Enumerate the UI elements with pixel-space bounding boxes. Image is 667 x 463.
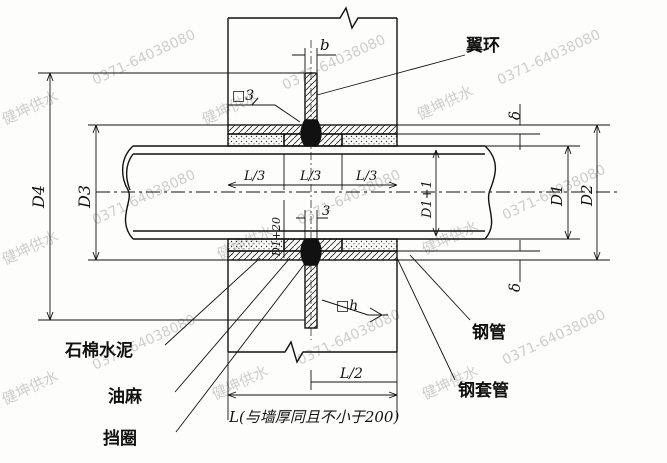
packing-fill — [227, 133, 398, 252]
d2-label: D2 — [578, 184, 596, 207]
dim-3-mid-label: 3 — [322, 204, 330, 219]
gap-dimension — [283, 200, 328, 258]
d4-label: D4 — [29, 185, 48, 209]
watermark-text: 健坤供水 — [0, 227, 61, 269]
d1-plus-20-label: D1+20 — [270, 217, 283, 257]
length-note-label: L(与墙厚同且不小于200) — [228, 408, 399, 426]
watermark-text: 0371-64038080 — [495, 27, 603, 89]
d1-plus-1-label: D1+1 — [420, 180, 435, 219]
thirds-dimension — [227, 154, 398, 190]
retaining-ring-label: 挡圈 — [103, 428, 137, 449]
leader-lines — [164, 54, 471, 433]
third-label-1: L/3 — [243, 169, 265, 184]
watermark-text: 0371-64038080 — [280, 32, 388, 94]
watermark-text: 0371-64038080 — [500, 307, 608, 369]
d3-label: D3 — [75, 185, 94, 209]
dim-b-label: b — [320, 36, 330, 54]
wing-ring — [300, 72, 322, 329]
wing-ring-label: 翼环 — [466, 36, 500, 56]
oakum-label: 油麻 — [108, 386, 143, 407]
delta-bottom-label: δ — [506, 283, 524, 292]
steel-sleeve-label: 钢套管 — [458, 380, 509, 401]
weld-3-label: □3 — [232, 88, 254, 104]
watermark-text: 健坤供水 — [209, 362, 271, 404]
asbestos-cement-label: 石棉水泥 — [64, 340, 133, 361]
right-dimensions — [397, 104, 610, 282]
length-dimension — [227, 352, 398, 420]
watermark-text: 0371-64038080 — [90, 27, 198, 89]
weld-h-label: □h — [336, 298, 358, 314]
third-label-2: L/3 — [299, 169, 321, 184]
outer-dimensions — [38, 72, 305, 321]
wall-outline — [227, 6, 398, 364]
watermark-text: 健坤供水 — [419, 217, 481, 259]
steel-pipe-label: 钢管 — [472, 322, 506, 343]
d1-label: D1 — [548, 184, 566, 207]
delta-top-label: δ — [506, 111, 524, 120]
watermark-text: 健坤供水 — [414, 82, 476, 124]
watermark-text: 健坤供水 — [0, 87, 61, 129]
third-label-3: L/3 — [355, 169, 377, 184]
watermark-text: 健坤供水 — [0, 367, 61, 409]
b-dimension — [292, 48, 336, 72]
half-length-label: L/2 — [339, 366, 363, 382]
watermark-text: 0371-64038080 — [90, 167, 198, 229]
weld-symbols — [228, 97, 388, 323]
